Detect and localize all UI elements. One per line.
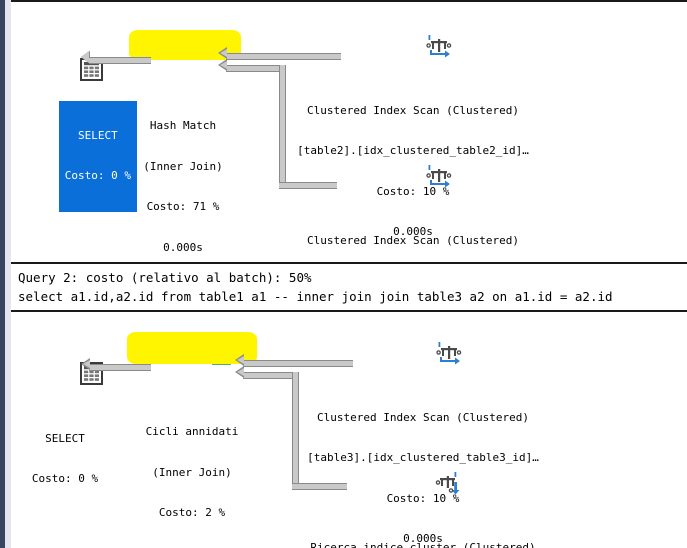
plan-node-label: Clustered Index Scan (Clustered) xyxy=(317,410,529,424)
plan-node-label: Cicli annidati xyxy=(145,425,239,438)
plan-node-hash-match[interactable]: Hash Match (Inner Join) Costo: 71 % 0.00… xyxy=(119,8,247,264)
window-edge-gap xyxy=(5,0,11,548)
plan-node-cost: Costo: 0 % xyxy=(64,169,131,182)
plan-node-cis-table2[interactable]: Clustered Index Scan (Clustered) [table2… xyxy=(283,6,543,264)
plan-pane-bottom[interactable]: SELECT Costo: 0 % Cicli annidati (Inner … xyxy=(11,312,687,548)
plan-node-cis-seek-table1[interactable]: Ricerca indice cluster (Clustered) [tabl… xyxy=(293,443,553,548)
clustered-index-scan-icon xyxy=(283,163,543,191)
query-sql-line: select a1.id,a2.id from table1 a1 -- inn… xyxy=(18,289,613,304)
plan-node-cost: Costo: 10 % xyxy=(376,184,450,198)
clustered-index-seek-icon xyxy=(293,470,553,498)
plan-node-sublabel: (Inner Join) xyxy=(143,159,223,173)
plan-node-cost: Costo: 71 % xyxy=(146,200,220,213)
plan-node-cost: Costo: 10 % xyxy=(386,491,460,505)
plan-node-cost: Costo: 2 % xyxy=(158,506,226,519)
plan-node-cis-table3[interactable]: Clustered Index Scan (Clustered) [table3… xyxy=(293,313,553,548)
plan-node-select-top-selection[interactable]: SELECT Costo: 0 % xyxy=(58,100,137,212)
query-cost-header[interactable]: Query 2: costo (relativo al batch): 50% … xyxy=(11,262,687,312)
plan-node-cost: Costo: 0 % xyxy=(31,472,99,485)
plan-node-object: [table2].[idx_clustered_table2_id]… xyxy=(297,144,529,157)
plan-node-object: [table3].[idx_clustered_table3_id]… xyxy=(307,451,539,464)
plan-node-label: Hash Match xyxy=(149,119,217,132)
plan-node-duration: 0.000s xyxy=(393,225,433,238)
plan-node-label: Clustered Index Scan (Clustered) xyxy=(307,233,519,247)
plan-node-select-top[interactable]: SELECT Costo: 0 % xyxy=(19,30,137,225)
plan-node-label: Clustered Index Scan (Clustered) xyxy=(307,103,519,117)
plan-node-duration: 0.000s xyxy=(163,240,203,254)
plan-node-label: SELECT xyxy=(77,128,118,142)
window-edge-strip xyxy=(0,0,5,548)
plan-node-label: SELECT xyxy=(45,431,85,445)
plan-pane-top[interactable]: SELECT Costo: 0 % Hash Matc xyxy=(11,0,687,264)
plan-node-nested-loops[interactable]: Cicli annidati (Inner Join) Costo: 2 % 0… xyxy=(121,314,263,548)
plan-node-cis-table1[interactable]: Clustered Index Scan (Clustered) [table1… xyxy=(283,136,543,264)
clustered-index-scan-icon xyxy=(293,340,553,368)
plan-node-sublabel: (Inner Join) xyxy=(152,465,232,479)
plan-node-label: Ricerca indice cluster (Clustered) xyxy=(310,540,536,548)
plan-node-duration: 0.000s xyxy=(403,532,443,545)
plan-node-duration: 0.000s xyxy=(121,547,263,548)
query-cost-line: Query 2: costo (relativo al batch): 50% xyxy=(18,270,312,285)
clustered-index-scan-icon xyxy=(283,33,543,61)
plan-node-select-bottom[interactable]: SELECT Costo: 0 % xyxy=(19,334,111,526)
